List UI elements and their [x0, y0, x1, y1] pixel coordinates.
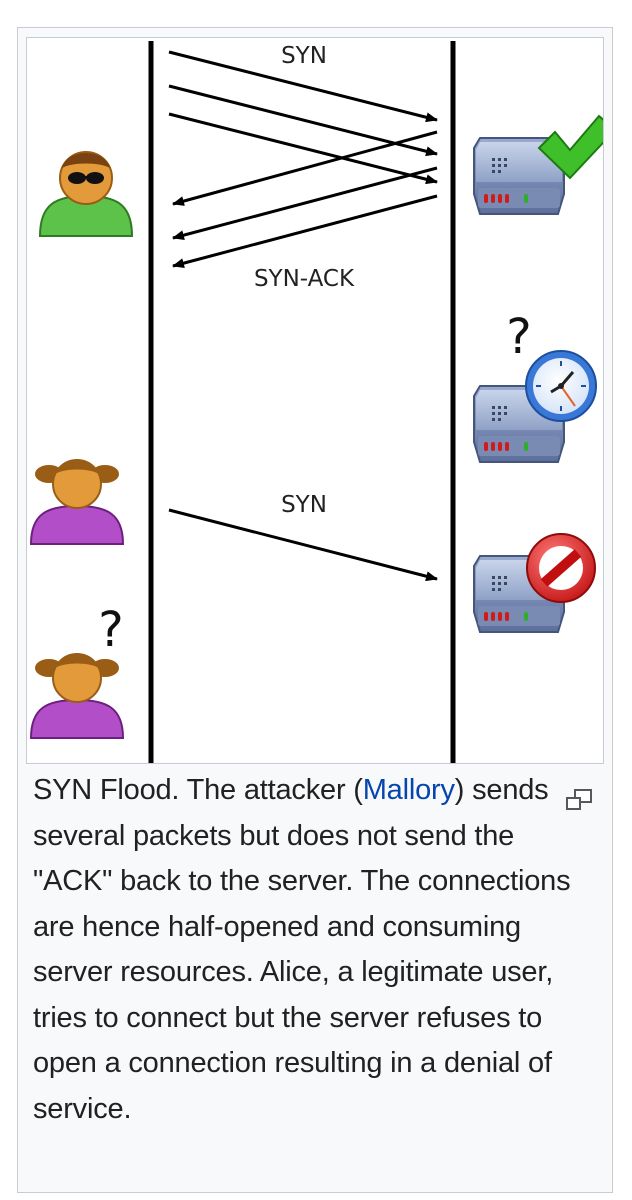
synack-label: SYN-ACK [254, 266, 355, 292]
user-question-mark: ? [98, 602, 123, 658]
server-question-mark: ? [506, 309, 531, 365]
user-icon-alice [29, 459, 125, 545]
server-icon-1 [473, 137, 565, 215]
mallory-link[interactable]: Mallory [362, 774, 455, 806]
attacker-icon [38, 151, 134, 237]
checkmark-icon [537, 114, 603, 180]
syn-bottom-label: SYN [281, 492, 327, 518]
caption-text-rest: ) sends several packets but does not sen… [33, 774, 571, 1125]
diagram-canvas: SYN SYN-ACK SYN [29, 41, 603, 763]
alice-syn-arrow [168, 508, 438, 582]
user-icon-alice-waiting [29, 653, 125, 739]
figure-caption: SYN Flood. The attacker (Mallory) sends … [33, 768, 599, 1132]
clock-icon [525, 350, 597, 422]
figure-thumbnail: SYN SYN-ACK SYN [17, 27, 613, 1193]
synack-arrow-1 [172, 130, 438, 206]
syn-arrow-1 [168, 50, 438, 123]
syn-top-label: SYN [281, 43, 327, 69]
syn-arrow-3 [168, 112, 438, 185]
caption-text-start: SYN Flood. The attacker ( [33, 774, 363, 806]
syn-arrows [168, 50, 438, 185]
synack-arrow-2 [172, 166, 438, 241]
synack-arrow-3 [172, 194, 438, 269]
enlarge-icon[interactable] [565, 780, 593, 810]
no-entry-icon [526, 533, 596, 603]
syn-flood-diagram[interactable]: SYN SYN-ACK SYN [26, 37, 604, 764]
synack-arrows [172, 130, 438, 269]
